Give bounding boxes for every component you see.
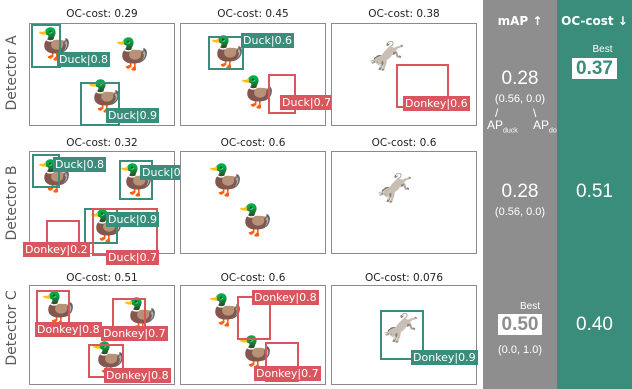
map-detail: (0.56, 0.0): [494, 206, 546, 218]
detection-label: Duck|0.8: [53, 157, 107, 172]
duck-icon: 🦆: [114, 37, 152, 72]
detection-label: Duck|0.9: [106, 108, 160, 123]
detection-label: Donkey|0.7: [101, 326, 168, 341]
map-value: 0.28: [501, 181, 539, 202]
detection-label: Donkey|0.7: [254, 366, 321, 381]
map-detail: (0.56, 0.0): [494, 93, 546, 105]
detection-box: [36, 290, 70, 324]
image-panel: 🫏: [331, 285, 477, 385]
oc-cost-header: OC-cost ↓: [561, 14, 628, 28]
oc-cost-best-value: 0.37: [557, 58, 632, 79]
map-value: 0.28: [501, 68, 539, 89]
panel-title: OC-cost: 0.51: [66, 272, 138, 284]
detection-label: Duck|0.6: [241, 33, 295, 48]
oc-cost-value: 0.51: [576, 181, 613, 202]
donkey-icon: 🫏: [376, 171, 414, 206]
map-header: mAP ↑: [497, 14, 543, 28]
detection-box: [265, 342, 299, 382]
ap-connector: \: [533, 106, 537, 120]
image-panel: 🫏: [331, 151, 477, 254]
image-panel: 🦆 🦆 🦆: [29, 23, 175, 126]
duck-icon: 🦆: [86, 79, 124, 114]
duck-icon: 🦆: [239, 75, 277, 110]
panel-title: OC-cost: 0.6: [220, 272, 286, 284]
row-label-detector-b: Detector B: [4, 165, 20, 241]
detection-label: Donkey|0.8: [104, 368, 171, 383]
map-column: mAP ↑ 0.28 (0.56, 0.0) / \ APduck APdonk…: [483, 0, 568, 389]
detection-label: Duck|0.7: [280, 95, 334, 110]
detection-label: Donkey|0.8: [35, 322, 102, 337]
duck-icon: 🦆: [40, 291, 78, 326]
detection-label: Duck|0.9: [106, 212, 160, 227]
panel-title: OC-cost: 0.32: [66, 137, 138, 149]
detection-label: Donkey|0.9: [411, 350, 478, 365]
detection-box: [80, 82, 120, 126]
duck-icon: 🦆: [207, 163, 245, 198]
duck-icon: 🦆: [209, 35, 247, 70]
detection-box: [268, 74, 296, 114]
detection-box: [380, 310, 424, 360]
row-label-detector-c: Detector C: [4, 290, 20, 366]
image-panel: 🦆 🦆: [180, 151, 326, 254]
detection-label: Donkey|0.6: [403, 96, 470, 111]
ap-duck-label: APduck: [487, 118, 518, 135]
detection-label: Duck|0.6: [140, 165, 194, 180]
detection-label: Duck|0.8: [57, 52, 111, 67]
panel-title: OC-cost: 0.076: [364, 272, 444, 284]
detection-label: Donkey|0.2: [23, 242, 90, 257]
panel-title: OC-cost: 0.38: [368, 8, 440, 20]
detection-box: [31, 24, 61, 68]
ap-connector: /: [495, 106, 499, 120]
map-detail: (0.0, 1.0): [497, 344, 543, 356]
panel-title: OC-cost: 0.45: [217, 8, 289, 20]
duck-icon: 🦆: [237, 203, 275, 238]
panel-title: OC-cost: 0.6: [371, 137, 437, 149]
row-label-detector-a: Detector A: [4, 35, 20, 111]
detection-label: Duck|0.7: [106, 250, 160, 265]
donkey-icon: 🫏: [368, 39, 406, 74]
best-label: Best: [592, 44, 613, 55]
panel-title: OC-cost: 0.6: [220, 137, 286, 149]
detection-label: Donkey|0.8: [252, 290, 319, 305]
duck-icon: 🦆: [122, 297, 160, 332]
detection-box: [119, 160, 153, 200]
map-best-value: 0.50: [483, 314, 557, 335]
panel-title: OC-cost: 0.29: [66, 8, 138, 20]
oc-cost-column: OC-cost ↓ Best 0.37 0.51 0.40: [557, 0, 632, 389]
donkey-icon: 🫏: [382, 311, 420, 346]
detection-box: [208, 36, 244, 70]
best-label: Best: [519, 301, 540, 312]
oc-cost-value: 0.40: [576, 314, 613, 335]
